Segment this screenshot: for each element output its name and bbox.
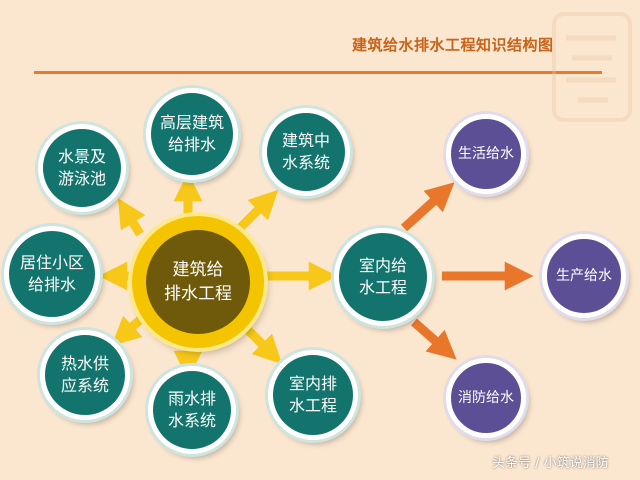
- node-landscape-pool: 水景及 游泳池: [38, 124, 126, 212]
- node-label: 消防给水: [458, 390, 514, 406]
- node-label: 雨水排 水系统: [167, 389, 216, 430]
- title-underline: [34, 71, 602, 74]
- node-production-supply: 生产给水: [542, 234, 626, 318]
- footer-watermark: 头条号 / 小筑说消防: [492, 456, 609, 471]
- node-label: 室内给 水工程: [358, 256, 407, 297]
- arrow-to-reclaimed-water: [234, 189, 279, 234]
- center-node-label: 建筑给 排水工程: [164, 260, 232, 304]
- node-label: 热水供 应系统: [60, 354, 109, 395]
- node-label: 居住小区 给排水: [19, 253, 84, 294]
- arrow-to-hot-water: [111, 314, 146, 346]
- seal-watermark: [552, 12, 632, 122]
- node-label: 高层建筑 给排水: [159, 113, 224, 154]
- arrow-to-fire: [411, 318, 457, 360]
- node-fire-supply: 消防给水: [446, 358, 526, 438]
- node-label: 水景及 游泳池: [57, 147, 106, 188]
- arrow-to-landscape-pool: [117, 198, 146, 237]
- node-indoor-supply: 室内给 水工程: [334, 228, 432, 326]
- node-rainwater: 雨水排 水系统: [148, 366, 236, 454]
- node-label: 室内排 水工程: [288, 374, 337, 415]
- node-reclaimed-water: 建筑中 水系统: [262, 108, 350, 196]
- node-indoor-drainage: 室内排 水工程: [268, 350, 358, 440]
- node-label: 建筑中 水系统: [281, 131, 330, 172]
- node-domestic-supply: 生活给水: [446, 114, 526, 194]
- center-node: 建筑给 排水工程: [146, 230, 250, 334]
- node-residential: 居住小区 给排水: [4, 226, 100, 322]
- arrow-to-domestic: [400, 182, 455, 232]
- node-label: 生产给水: [556, 268, 612, 284]
- node-hot-water: 热水供 应系统: [40, 330, 130, 420]
- page-title: 建筑给水排水工程知识结构图: [352, 36, 554, 54]
- node-label: 生活给水: [458, 146, 514, 162]
- node-high-rise: 高层建筑 给排水: [146, 88, 238, 180]
